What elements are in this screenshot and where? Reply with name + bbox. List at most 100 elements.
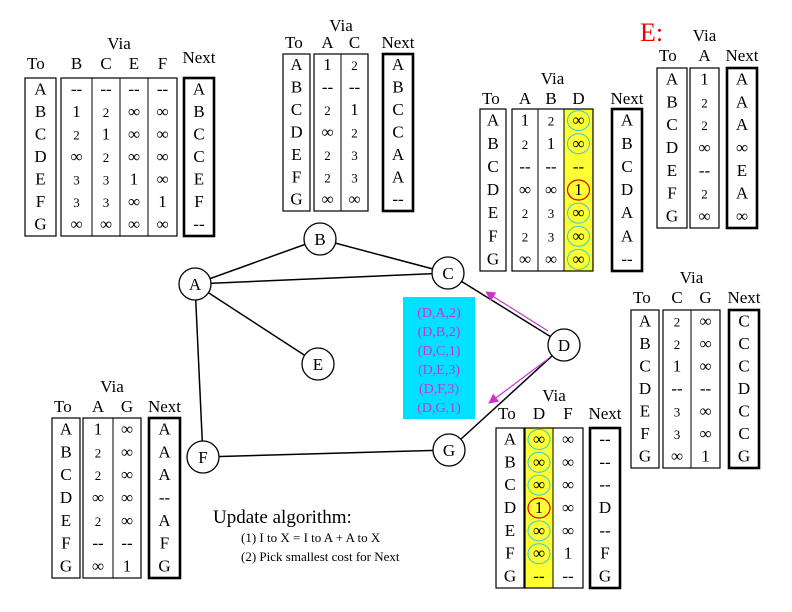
node-G <box>432 433 466 467</box>
next-hop-A-A: A <box>193 79 206 98</box>
cost-cell-B-A: 2 <box>351 58 358 73</box>
via-neighbor-D-C: C <box>671 288 682 307</box>
update-circle-G <box>527 451 551 473</box>
cost-cell-C-E: ∞ <box>572 203 584 222</box>
via-neighbor-E-A: A <box>698 46 711 65</box>
next-hop-A-B: B <box>193 102 204 121</box>
cost-cell-F-E: 2 <box>95 514 102 529</box>
via-neighbor-A-C: C <box>100 54 111 73</box>
cost-cell-C-B: 2 <box>522 137 529 152</box>
next-header-A: Next <box>182 48 215 67</box>
update-circle-G <box>527 520 551 542</box>
cost-cell-D-A: ∞ <box>699 311 711 330</box>
cost-cell-E-C: 2 <box>701 118 708 133</box>
destination-A-C: C <box>35 124 46 143</box>
via-neighbor-F-G: G <box>121 397 133 416</box>
node-F <box>186 440 220 474</box>
node-E <box>301 347 335 381</box>
destination-A-G: G <box>34 215 46 234</box>
to-header-D: To <box>633 288 651 307</box>
via-neighbor-C-B: B <box>545 89 556 108</box>
update-circle-C <box>567 248 590 270</box>
cost-cell-B-C: 2 <box>324 103 331 118</box>
algorithm-title: Update algorithm: <box>213 507 352 528</box>
cost-cell-F-A: 1 <box>94 419 103 438</box>
cost-cell-D-F: 3 <box>674 427 681 442</box>
node-label-C: C <box>442 264 453 283</box>
next-hop-F-A: A <box>158 419 171 438</box>
cost-cell-F-G: ∞ <box>92 557 104 576</box>
cost-cell-E-G: ∞ <box>698 207 710 226</box>
cost-cell-G-A: ∞ <box>533 429 545 448</box>
cost-cell-D-B: 2 <box>674 337 681 352</box>
cost-cell-C-A: ∞ <box>572 111 584 130</box>
cost-cell-A-A: -- <box>100 79 112 98</box>
via-header-E: Via <box>693 26 717 45</box>
next-hop-F-B: A <box>158 442 171 461</box>
update-circle-red-G <box>527 497 551 519</box>
destination-C-G: G <box>487 250 499 269</box>
cost-cell-E-D: ∞ <box>698 138 710 157</box>
destination-G-C: C <box>504 475 515 494</box>
cost-cell-C-C: -- <box>545 157 557 176</box>
destination-G-E: E <box>505 521 515 540</box>
cost-cell-E-E: -- <box>699 161 711 180</box>
destination-C-E: E <box>488 203 498 222</box>
node-label-E: E <box>313 355 323 374</box>
destination-C-D: D <box>487 180 499 199</box>
cost-cell-B-B: -- <box>322 78 334 97</box>
node-A <box>178 267 212 301</box>
next-header-C: Next <box>610 89 643 108</box>
via-header-F: Via <box>100 377 124 396</box>
cost-cell-A-A: -- <box>157 79 169 98</box>
cost-cell-C-G: ∞ <box>545 250 557 269</box>
next-header-B: Next <box>381 33 414 52</box>
next-hop-F-E: A <box>158 511 171 530</box>
next-hop-D-C: C <box>738 356 749 375</box>
highlight-column-G <box>525 428 553 588</box>
cost-cell-A-D: ∞ <box>128 147 140 166</box>
via-neighbor-A-B: B <box>71 54 82 73</box>
via-neighbor-C-D: D <box>572 89 584 108</box>
cost-cell-D-F: ∞ <box>699 424 711 443</box>
via-header-A: Via <box>107 34 131 53</box>
node-C <box>431 256 465 290</box>
advert-arrow-to-c <box>485 291 549 332</box>
cost-cell-G-C: ∞ <box>533 475 545 494</box>
destination-F-B: B <box>60 442 71 461</box>
destination-D-A: A <box>639 311 652 330</box>
cost-cell-A-D: ∞ <box>70 147 82 166</box>
next-hop-D-A: C <box>738 311 749 330</box>
cost-cell-G-F: 1 <box>564 544 573 563</box>
cost-cell-F-A: ∞ <box>121 419 133 438</box>
cost-cell-B-E: 3 <box>351 148 358 163</box>
cost-cell-D-G: 1 <box>701 447 710 466</box>
algorithm-step: (1) I to X = I to A + A to X <box>241 530 381 545</box>
via-neighbor-D-G: G <box>699 288 711 307</box>
destination-C-F: F <box>488 226 497 245</box>
destination-F-E: E <box>61 511 71 530</box>
cost-cell-C-G: ∞ <box>572 250 584 269</box>
next-hop-D-D: D <box>738 379 750 398</box>
update-circle-G <box>527 543 551 565</box>
next-hop-F-G: G <box>158 557 170 576</box>
cost-cell-A-D: 2 <box>103 150 110 165</box>
node-label-F: F <box>198 448 207 467</box>
destination-D-E: E <box>640 402 650 421</box>
destination-E-G: G <box>666 207 678 226</box>
next-hop-C-F: A <box>621 226 634 245</box>
destination-A-F: F <box>36 192 45 211</box>
next-hop-F-C: A <box>158 465 171 484</box>
via-box-A <box>60 77 178 237</box>
cost-cell-G-C: ∞ <box>562 475 574 494</box>
next-hop-D-B: C <box>738 334 749 353</box>
cost-cell-G-B: ∞ <box>562 452 574 471</box>
node-D <box>547 328 581 362</box>
to-header-F: To <box>54 397 72 416</box>
destination-B-G: G <box>290 190 302 209</box>
next-hop-E-G: ∞ <box>736 207 748 226</box>
next-hop-E-D: ∞ <box>736 138 748 157</box>
destination-G-G: G <box>504 567 516 586</box>
